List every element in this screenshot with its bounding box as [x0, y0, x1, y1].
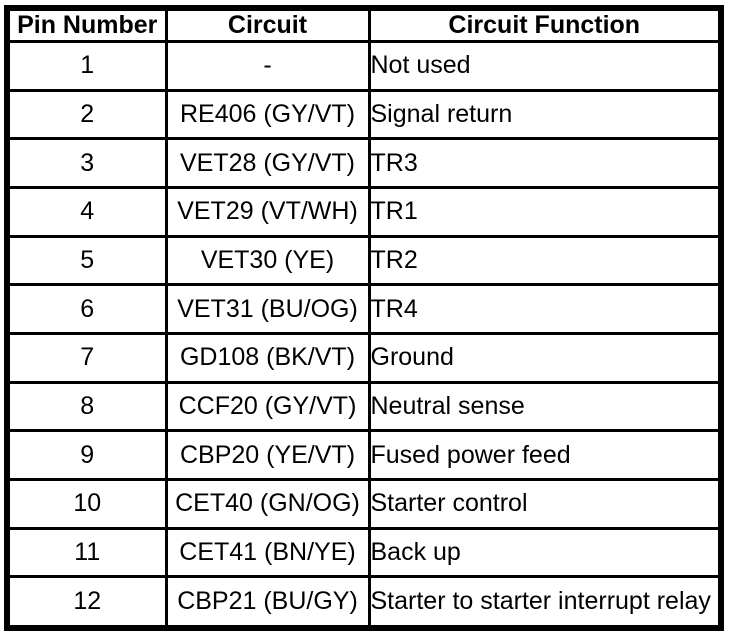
pin-cell: 5 — [5, 234, 168, 287]
circuit-cell: VET30 (YE) — [164, 234, 371, 287]
function-cell: Back up — [367, 526, 723, 579]
circuit-cell: RE406 (GY/VT) — [164, 88, 371, 141]
function-cell: TR3 — [367, 137, 723, 190]
table-row: 7 GD108 (BK/VT) Ground — [5, 332, 723, 384]
circuit-cell: VET31 (BU/OG) — [164, 283, 371, 336]
pin-cell: 10 — [5, 478, 168, 530]
pin-cell: 3 — [5, 137, 168, 190]
function-cell: Signal return — [367, 88, 723, 141]
circuit-cell: CET41 (BN/YE) — [164, 526, 371, 579]
header-pin-number: Pin Number — [5, 6, 168, 43]
pin-cell: 11 — [5, 526, 168, 579]
pin-cell: 1 — [5, 40, 168, 92]
table-row: 9 CBP20 (YE/VT) Fused power feed — [5, 429, 723, 482]
table-row: 12 CBP21 (BU/GY) Starter to starter inte… — [5, 575, 723, 630]
function-cell: TR2 — [367, 234, 723, 287]
function-cell: Starter control — [367, 478, 723, 530]
circuit-cell: VET28 (GY/VT) — [164, 137, 371, 190]
pin-cell: 8 — [5, 380, 168, 433]
pin-cell: 6 — [5, 283, 168, 336]
table-row: 1 - Not used — [5, 40, 723, 92]
circuit-cell: GD108 (BK/VT) — [164, 332, 371, 384]
table-row: 4 VET29 (VT/WH) TR1 — [5, 186, 723, 238]
function-cell: Neutral sense — [367, 380, 723, 433]
pin-cell: 2 — [5, 88, 168, 141]
function-cell: Not used — [367, 40, 723, 92]
table-row: 6 VET31 (BU/OG) TR4 — [5, 283, 723, 336]
circuit-cell: CBP20 (YE/VT) — [164, 429, 371, 482]
table-row: 10 CET40 (GN/OG) Starter control — [5, 478, 723, 530]
table-row: 3 VET28 (GY/VT) TR3 — [5, 137, 723, 190]
circuit-cell: - — [164, 40, 371, 92]
header-row: Pin Number Circuit Circuit Function — [5, 6, 723, 43]
table-row: 2 RE406 (GY/VT) Signal return — [5, 88, 723, 141]
pin-cell: 4 — [5, 186, 168, 238]
header-circuit: Circuit — [164, 6, 371, 43]
function-cell: Starter to starter interrupt relay — [367, 575, 723, 630]
circuit-cell: CET40 (GN/OG) — [164, 478, 371, 530]
pin-cell: 12 — [5, 575, 168, 630]
header-circuit-function: Circuit Function — [367, 6, 723, 43]
pin-cell: 7 — [5, 332, 168, 384]
table-row: 8 CCF20 (GY/VT) Neutral sense — [5, 380, 723, 433]
pinout-table: Pin Number Circuit Circuit Function 1 - … — [4, 5, 724, 631]
circuit-cell: CCF20 (GY/VT) — [164, 380, 371, 433]
circuit-cell: CBP21 (BU/GY) — [164, 575, 371, 630]
pin-cell: 9 — [5, 429, 168, 482]
function-cell: Ground — [367, 332, 723, 384]
table-row: 5 VET30 (YE) TR2 — [5, 234, 723, 287]
function-cell: TR1 — [367, 186, 723, 238]
table-row: 11 CET41 (BN/YE) Back up — [5, 526, 723, 579]
function-cell: TR4 — [367, 283, 723, 336]
function-cell: Fused power feed — [367, 429, 723, 482]
circuit-cell: VET29 (VT/WH) — [164, 186, 371, 238]
